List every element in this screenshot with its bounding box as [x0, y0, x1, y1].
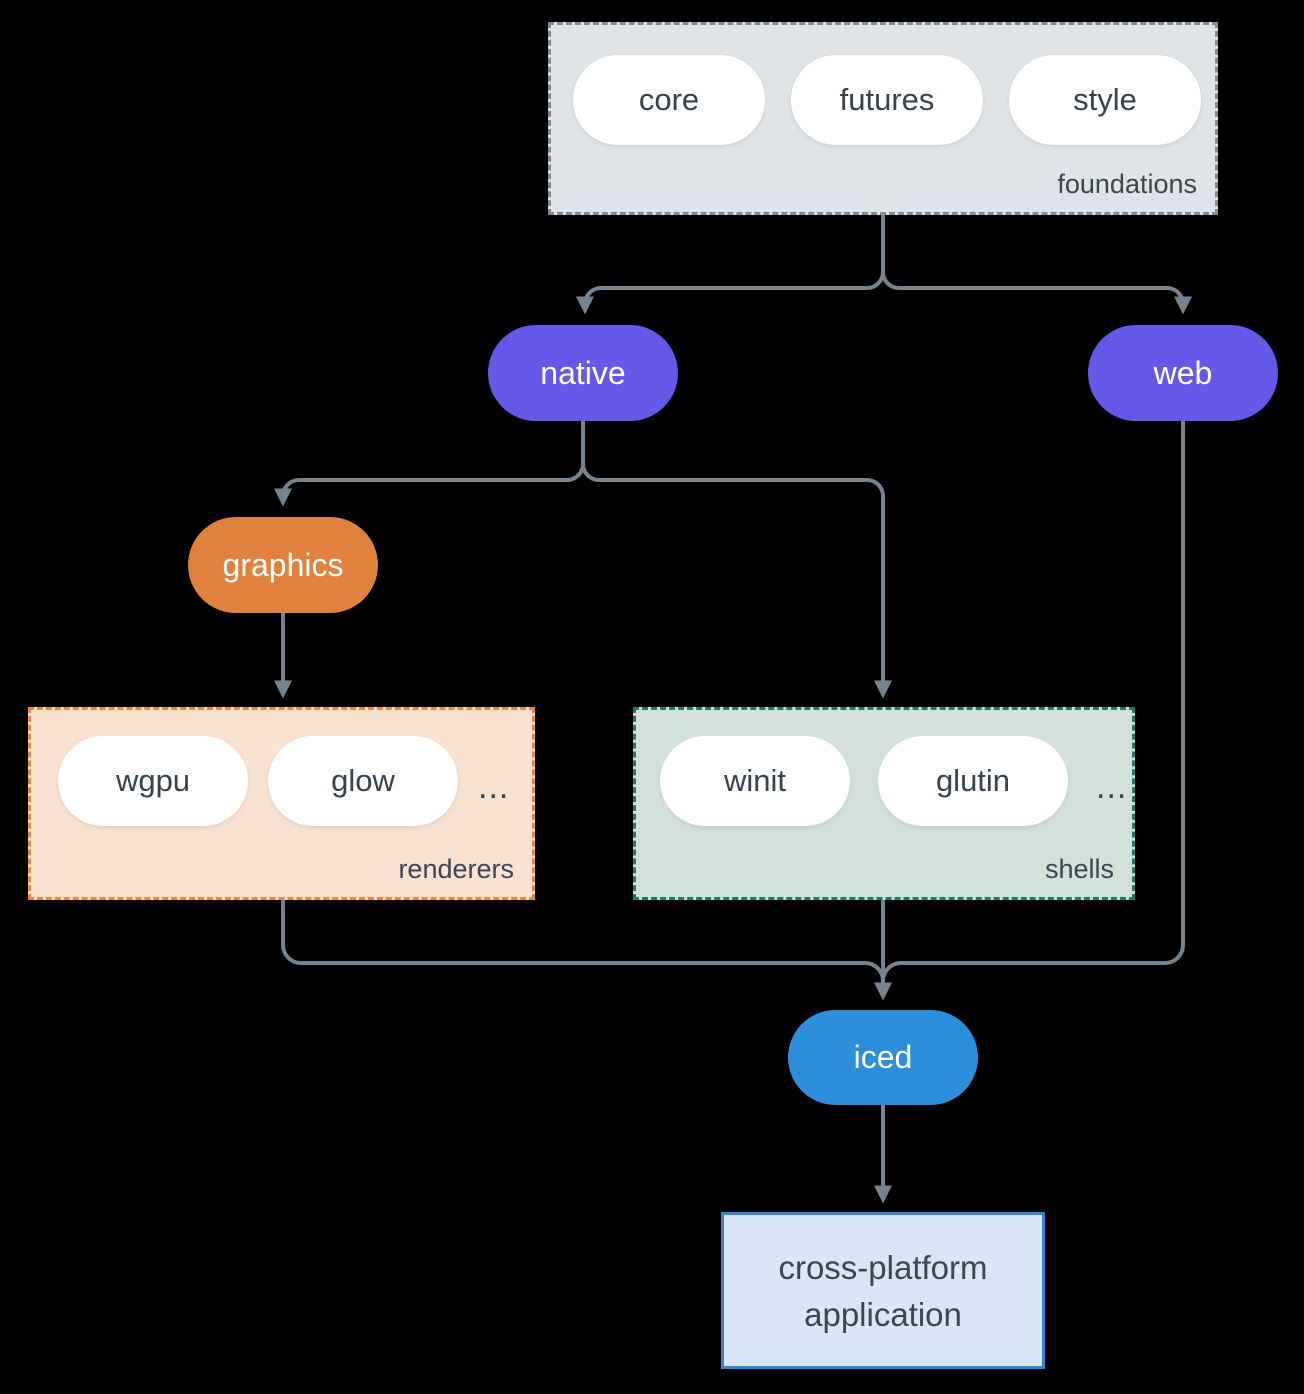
shells-chip-row: winit glutin ...	[636, 710, 1132, 826]
chip-glutin: glutin	[878, 736, 1068, 826]
renderers-ellipsis: ...	[478, 767, 510, 806]
group-renderers: wgpu glow ... renderers	[28, 707, 535, 900]
chip-glow: glow	[268, 736, 458, 826]
chip-futures: futures	[791, 55, 983, 145]
chip-wgpu: wgpu	[58, 736, 248, 826]
edge-foundations-to-native	[576, 215, 885, 315]
chip-winit: winit	[660, 736, 850, 826]
edge-foundations-to-web	[881, 215, 1192, 315]
group-shells: winit glutin ... shells	[633, 707, 1135, 900]
group-foundations: core futures style foundations	[548, 22, 1218, 215]
renderers-label: renderers	[398, 854, 514, 884]
app-box: cross-platform application	[721, 1212, 1045, 1369]
app-box-line1: cross-platform	[778, 1248, 988, 1286]
edge-native-to-graphics	[274, 421, 585, 507]
shells-ellipsis: ...	[1096, 767, 1128, 806]
renderers-chip-row: wgpu glow ...	[31, 710, 532, 826]
edge-renderers-to-merge	[281, 900, 885, 982]
edge-native-to-shells	[581, 421, 892, 699]
node-native: native	[488, 325, 678, 421]
app-box-line2: application	[804, 1295, 962, 1333]
chip-core: core	[573, 55, 765, 145]
shells-label: shells	[1044, 854, 1114, 884]
chip-style: style	[1009, 55, 1201, 145]
node-iced: iced	[788, 1010, 978, 1105]
node-graphics: graphics	[188, 517, 378, 613]
node-web: web	[1088, 325, 1278, 421]
foundations-label: foundations	[1057, 169, 1197, 199]
edge-web-to-merge	[881, 421, 1185, 982]
foundations-chip-row: core futures style	[551, 25, 1215, 145]
